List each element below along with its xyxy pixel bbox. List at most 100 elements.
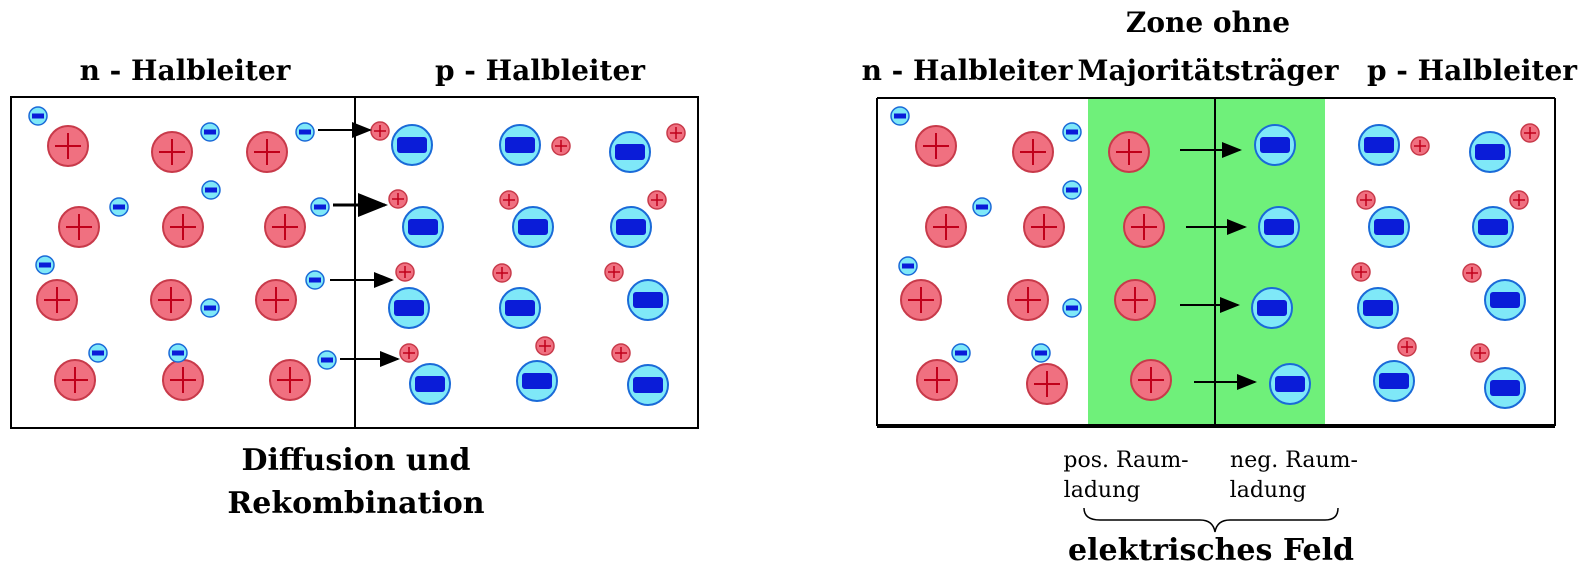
hole-icon <box>1397 337 1417 357</box>
right-p-label: p - Halbleiter <box>1367 54 1578 87</box>
electron-icon <box>109 197 129 217</box>
negative-ion-icon <box>1269 363 1311 405</box>
positive-ion-icon <box>915 125 957 167</box>
zone-label-line1: Zone ohne <box>1126 6 1290 39</box>
negative-ion-icon <box>1358 124 1400 166</box>
electron-icon <box>200 298 220 318</box>
electron-icon <box>28 106 48 126</box>
positive-ion-icon <box>925 206 967 248</box>
electron-icon <box>1062 180 1082 200</box>
hole-icon <box>666 123 686 143</box>
hole-icon <box>1351 262 1371 282</box>
positive-ion-icon <box>162 359 204 401</box>
electron-icon <box>201 180 221 200</box>
hole-icon <box>535 336 555 356</box>
negative-ion-icon <box>512 206 554 248</box>
hole-icon <box>551 136 571 156</box>
hole-icon <box>1462 263 1482 283</box>
negative-ion-icon <box>516 360 558 402</box>
electron-icon <box>317 350 337 370</box>
negative-ion-icon <box>1357 287 1399 329</box>
hole-icon <box>1520 123 1540 143</box>
electron-icon <box>1062 122 1082 142</box>
positive-ion-icon <box>1123 206 1165 248</box>
electron-icon <box>1031 343 1051 363</box>
hole-icon <box>1410 136 1430 156</box>
positive-ion-icon <box>269 359 311 401</box>
field-brace <box>1083 507 1339 533</box>
negative-ion-icon <box>1472 206 1514 248</box>
positive-ion-icon <box>264 206 306 248</box>
negative-ion-icon <box>1258 206 1300 248</box>
hole-icon <box>1356 190 1376 210</box>
positive-ion-icon <box>1012 131 1054 173</box>
left-particles <box>28 106 686 406</box>
positive-ion-icon <box>246 131 288 173</box>
positive-ion-icon <box>151 131 193 173</box>
electron-icon <box>305 270 325 290</box>
negative-ion-icon <box>1251 287 1293 329</box>
electron-icon <box>168 343 188 363</box>
field-label: elektrisches Feld <box>1068 533 1354 568</box>
negative-ion-icon <box>1469 131 1511 173</box>
electron-icon <box>951 343 971 363</box>
negative-ion-icon <box>1484 279 1526 321</box>
electron-icon <box>972 197 992 217</box>
hole-icon <box>647 190 667 210</box>
positive-ion-icon <box>47 125 89 167</box>
positive-ion-icon <box>150 279 192 321</box>
negative-ion-icon <box>609 131 651 173</box>
positive-ion-icon <box>255 279 297 321</box>
left-panel: n - Halbleiter p - Halbleiter <box>10 54 699 521</box>
hole-icon <box>388 189 408 209</box>
positive-ion-icon <box>916 359 958 401</box>
electron-icon <box>310 197 330 217</box>
hole-icon <box>1509 190 1529 210</box>
positive-ion-icon <box>1023 206 1065 248</box>
zone-label-line2: Majoritätsträger <box>1077 54 1339 87</box>
negative-ion-icon <box>1254 124 1296 166</box>
left-caption-line2: Rekombination <box>227 486 484 521</box>
positive-ion-icon <box>54 359 96 401</box>
hole-icon <box>395 262 415 282</box>
negative-ion-icon <box>627 279 669 321</box>
neg-charge-line1: neg. Raum- <box>1230 448 1358 473</box>
negative-ion-icon <box>627 364 669 406</box>
negative-ion-icon <box>391 124 433 166</box>
hole-icon <box>399 343 419 363</box>
left-n-label: n - Halbleiter <box>80 54 292 87</box>
electron-icon <box>1062 298 1082 318</box>
negative-ion-icon <box>1373 360 1415 402</box>
right-n-label: n - Halbleiter <box>862 54 1074 87</box>
negative-ion-icon <box>499 124 541 166</box>
electron-icon <box>88 343 108 363</box>
positive-ion-icon <box>1130 359 1172 401</box>
electron-icon <box>295 122 315 142</box>
pos-charge-line2: ladung <box>1064 478 1141 503</box>
positive-ion-icon <box>900 279 942 321</box>
positive-ion-icon <box>36 279 78 321</box>
pos-charge-line1: pos. Raum- <box>1063 448 1188 473</box>
hole-icon <box>604 262 624 282</box>
positive-ion-icon <box>1108 131 1150 173</box>
hole-icon <box>499 190 519 210</box>
negative-ion-icon <box>402 206 444 248</box>
left-caption-line1: Diffusion und <box>242 443 471 478</box>
negative-ion-icon <box>499 287 541 329</box>
electron-icon <box>898 256 918 276</box>
hole-icon <box>1470 343 1490 363</box>
hole-icon <box>492 263 512 283</box>
positive-ion-icon <box>1114 279 1156 321</box>
right-panel: Zone ohne Majoritätsträger n - Halbleite… <box>862 6 1579 568</box>
positive-ion-icon <box>1007 279 1049 321</box>
negative-ion-icon <box>1368 206 1410 248</box>
neg-charge-line2: ladung <box>1230 478 1307 503</box>
positive-ion-icon <box>162 206 204 248</box>
electron-icon <box>890 106 910 126</box>
hole-icon <box>370 121 390 141</box>
hole-icon <box>611 343 631 363</box>
positive-ion-icon <box>58 206 100 248</box>
negative-ion-icon <box>610 206 652 248</box>
negative-ion-icon <box>388 287 430 329</box>
